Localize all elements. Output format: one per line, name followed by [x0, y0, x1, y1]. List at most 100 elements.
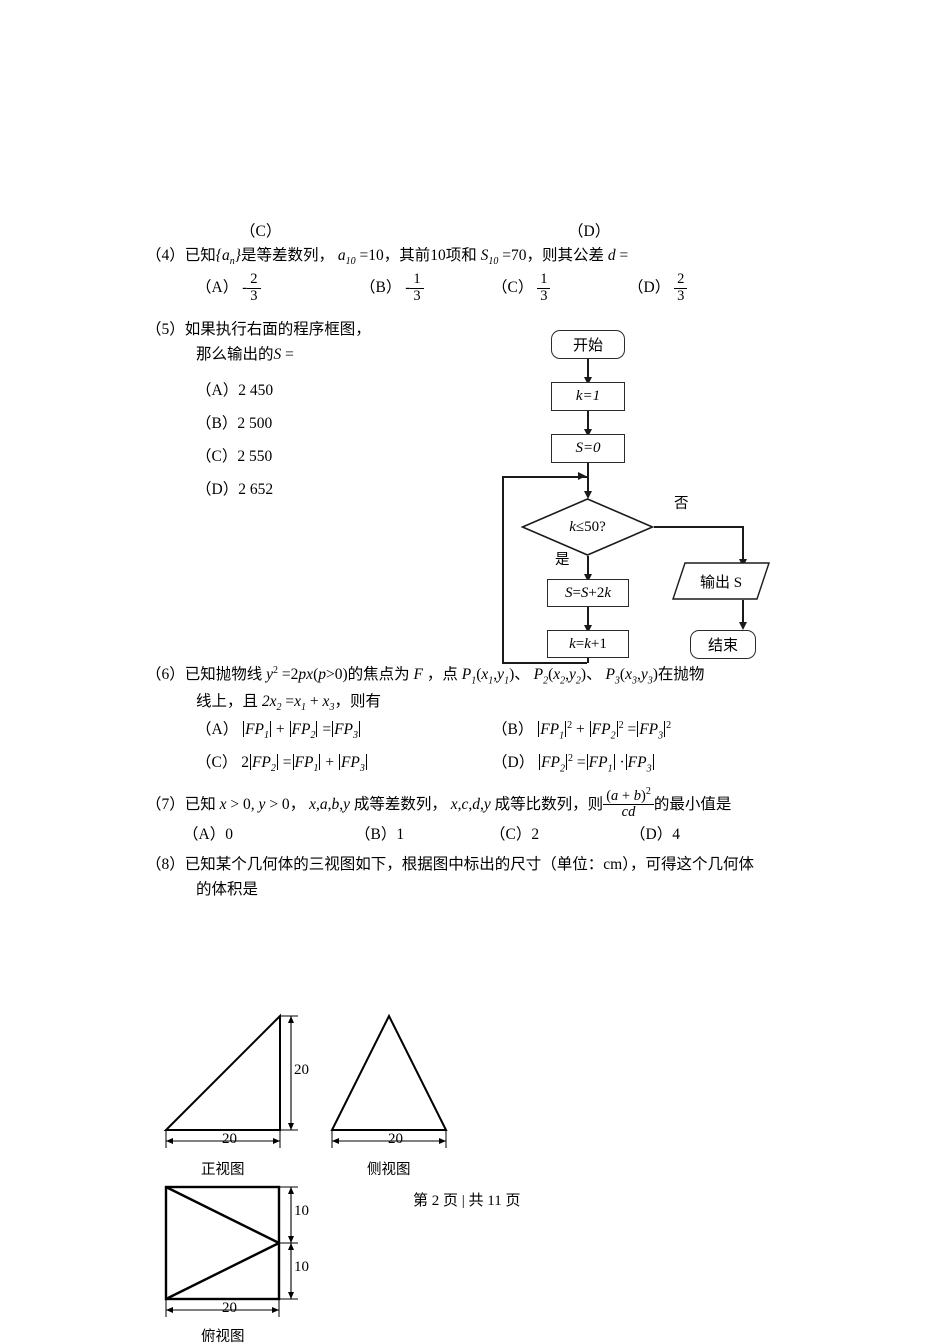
- q7-option-d[interactable]: （D）4: [630, 826, 680, 843]
- flow-edge-output-to-end: [742, 600, 744, 626]
- front-view-figure: [160, 1008, 320, 1148]
- side-view-width-dim: 20: [388, 1131, 403, 1147]
- arrow-down-icon: [739, 559, 747, 567]
- flowchart-start-label: 开始: [572, 338, 603, 354]
- q7-text-e: 的最小值是: [653, 795, 732, 813]
- front-view-height-dim: 20: [294, 1062, 309, 1078]
- top-view-width-dim: 20: [222, 1300, 237, 1316]
- q6-line1-a: 已知抛物线: [184, 666, 263, 684]
- q6-line1-c: ，点: [426, 666, 458, 684]
- q5-option-d[interactable]: （D）2 652: [196, 481, 274, 498]
- flowchart-init-s-node: S=0: [551, 434, 625, 463]
- q6-option-b-label: （B）: [492, 721, 534, 739]
- q6-line2-a: 线上，且: [196, 693, 259, 710]
- flow-edge-start-to-k1: [587, 359, 589, 381]
- q7-option-c[interactable]: （C）2: [490, 826, 540, 843]
- flow-edge-yes-vertical: [587, 556, 589, 578]
- arrow-down-icon: [583, 491, 592, 499]
- question-5-line1: （5）如果执行右面的程序框图，: [146, 318, 371, 341]
- flowchart-start-node: 开始: [551, 330, 625, 359]
- question-8-line1: （8）已知某个几何体的三视图如下，根据图中标出的尺寸（单位：cm），可得这个几何…: [146, 853, 754, 876]
- q7-text-d: 成等比数列，则: [494, 795, 604, 813]
- front-view-width-dim: 20: [222, 1131, 237, 1147]
- q5-line2-pre: 那么输出的: [196, 346, 274, 363]
- side-view-figure: [326, 1008, 486, 1148]
- side-view-caption: 侧视图: [367, 1162, 411, 1178]
- q4-option-b-sign: -: [405, 279, 411, 297]
- q4-option-a-label: （A）: [196, 279, 239, 297]
- orphan-option-d: （D）: [568, 223, 611, 240]
- flow-edge-no-vertical: [742, 526, 744, 563]
- q4-option-d-label: （D）: [628, 279, 671, 297]
- arrow-right-icon: [578, 471, 586, 480]
- arrow-down-icon: [583, 574, 592, 582]
- question-7-stem: （7）已知 x > 0, y > 0， x,a,b,y 成等差数列， x,c,d…: [146, 786, 732, 821]
- question-6-line1: （6）已知抛物线 y2 =2px(p>0)的焦点为 F ，点 P1(x1,y1)…: [146, 665, 705, 687]
- q6-option-a-label: （A）: [196, 721, 239, 738]
- q6-option-b[interactable]: （B） FP12 + FP22 =FP32: [492, 718, 671, 743]
- flowchart-no-label: 否: [674, 496, 689, 512]
- flowchart-end-label: 结束: [707, 638, 738, 654]
- flow-edge-k1-to-s0: [587, 411, 589, 433]
- q6-option-d[interactable]: （D） FP22 =FP1 ·FP3: [492, 751, 655, 776]
- flowchart-accumulate-node: S=S+2kS=S+2k: [547, 579, 629, 607]
- flowchart-decision-node: kk≤50?≤50?: [520, 498, 655, 556]
- flow-loopback-vertical: [502, 476, 504, 663]
- front-view-caption: 正视图: [201, 1162, 245, 1178]
- q7-option-a[interactable]: （A）0: [183, 826, 233, 843]
- q6-line1-b: 的焦点为: [347, 666, 410, 684]
- flowchart-accumulate-label: S=S+2kS=S+2k: [564, 584, 612, 601]
- q5-line2-var: S: [273, 346, 282, 363]
- flow-edge-accumulate-to-increment: [587, 607, 589, 629]
- page-footer: 第 2 页 | 共 11 页: [413, 1193, 521, 1209]
- arrow-down-icon: [583, 429, 592, 437]
- q5-option-c[interactable]: （C）2 550: [196, 448, 273, 465]
- q4-option-a-sign: -: [242, 279, 248, 297]
- q5-option-a[interactable]: （A）2 450: [196, 382, 274, 399]
- q6-option-c-label: （C）: [196, 754, 238, 771]
- top-view-caption: 俯视图: [201, 1329, 245, 1344]
- flow-loopback-top-horizontal: [502, 476, 587, 478]
- q4-number: （4）: [146, 247, 185, 264]
- arrow-down-icon: [583, 625, 592, 633]
- flowchart-increment-node: k=k+1k=k+1: [547, 630, 629, 658]
- q6-option-b-expr: FP12 + FP22 =FP32: [538, 720, 672, 742]
- q6-option-a-expr: FP1 + FP2 =FP3: [243, 720, 361, 742]
- orphan-option-c: （C）: [240, 223, 282, 240]
- q7-text-a: 已知: [184, 795, 216, 813]
- flowchart-output-label: 输出 S: [699, 574, 743, 591]
- top-view-figure: [160, 1180, 320, 1330]
- q4-option-b-label: （B）: [360, 279, 402, 297]
- q6-line2-b: ，则有: [334, 693, 381, 710]
- arrow-down-icon: [583, 377, 592, 385]
- q4-stem-text: 已知{an}是等差数列， a10 =10，其前10项和 S10 =70，则其公差…: [184, 247, 629, 268]
- q5-option-b[interactable]: （B）2 500: [196, 415, 273, 432]
- top-view-upper-dim: 10: [294, 1203, 309, 1219]
- question-4-stem: （4）已知{an}是等差数列， a10 =10，其前10项和 S10 =70，则…: [146, 244, 628, 269]
- flow-edge-no-horizontal: [654, 526, 744, 528]
- flowchart-init-s-label: S=0: [575, 440, 601, 456]
- flowchart-end-node: 结束: [690, 630, 756, 659]
- q6-option-d-label: （D）: [492, 754, 535, 772]
- q7-option-b[interactable]: （B）1: [355, 826, 405, 843]
- top-view-lower-dim: 10: [294, 1259, 309, 1275]
- q5-number: （5）: [146, 321, 185, 338]
- arrow-down-icon: [739, 622, 747, 630]
- q6-line1-d: 在抛物: [657, 666, 705, 684]
- q8-line1-text: 已知某个几何体的三视图如下，根据图中标出的尺寸（单位：cm），可得这个几何体: [184, 856, 754, 873]
- q7-number: （7）: [146, 795, 185, 813]
- flow-edge-s0-to-decision: [587, 463, 589, 495]
- flowchart-yes-label: 是: [555, 552, 570, 568]
- q6-option-a[interactable]: （A） FP1 + FP2 =FP3: [196, 718, 361, 743]
